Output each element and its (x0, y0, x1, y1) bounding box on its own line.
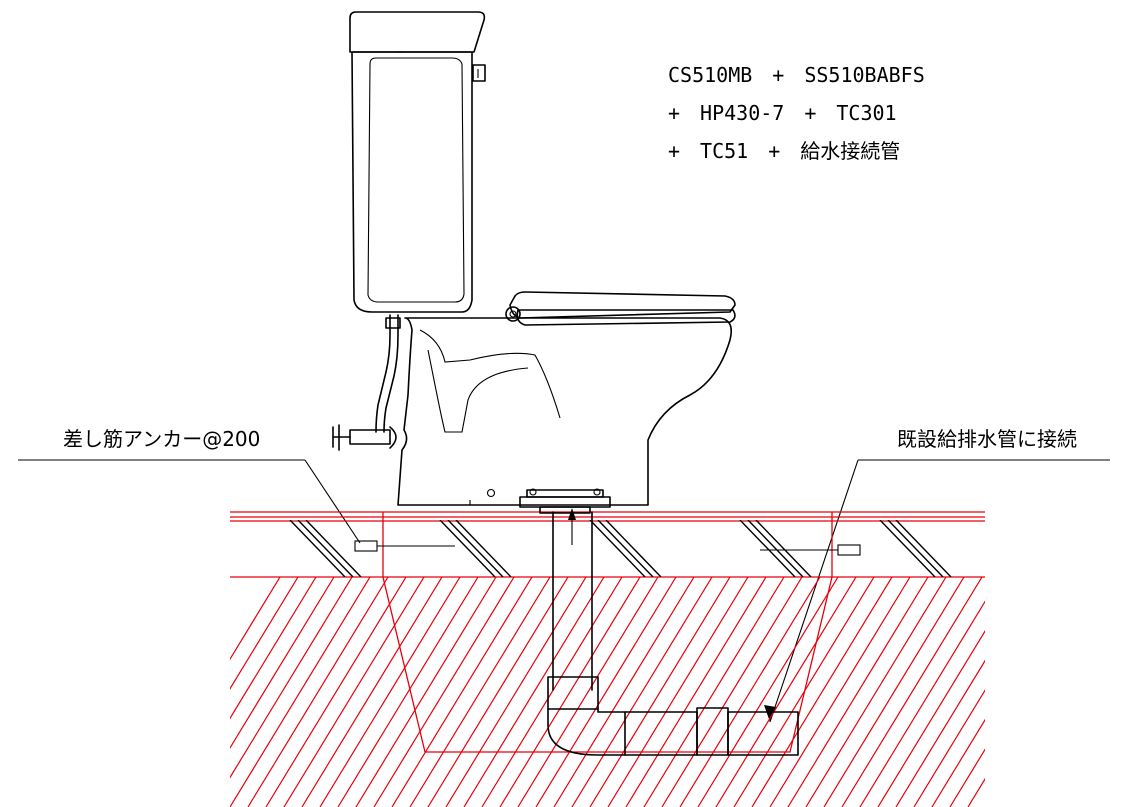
ground-hatch-line (553, 577, 695, 807)
ground-hatch-line (877, 630, 985, 807)
connection-leader-arrow (769, 459, 859, 723)
ground-hatch-line (769, 577, 911, 807)
stop-valve (332, 424, 397, 451)
ground-hatch-line (1040, 577, 1125, 807)
ground-hatch-line (859, 600, 985, 807)
slab-hatch-line (895, 520, 952, 577)
ground-hatch-line (967, 777, 985, 807)
tank-lid (349, 11, 486, 53)
ground-hatch-line (986, 577, 1125, 807)
ground-hatch-line (1076, 577, 1125, 807)
slab-hatch-line (755, 520, 812, 577)
spec-line-3: + TC51 + 給水接続管 (668, 139, 900, 163)
ground-hatch-line (230, 577, 371, 807)
ground-hatch-line (337, 577, 479, 807)
ground-hatch-line (499, 577, 641, 807)
ground-hatch-line (319, 577, 461, 807)
ground-hatch-line (247, 577, 389, 807)
slab-hatch-line (455, 520, 512, 577)
toilet-lid (516, 309, 736, 326)
toilet (332, 11, 736, 506)
slab-hatch-line (879, 520, 936, 577)
anchor-bars (354, 540, 861, 556)
slab-hatch-line (605, 520, 662, 577)
ground-hatch-line (697, 577, 839, 807)
ground-hatch-line (355, 577, 497, 807)
slab-hatching (289, 520, 952, 577)
ground-hatch-line (427, 577, 569, 807)
connection-arrowhead (764, 705, 776, 722)
supply-pipe (375, 314, 391, 433)
ground-hatch-line (643, 577, 785, 807)
ground-hatch-line (931, 718, 985, 807)
ground-hatch-line (230, 577, 299, 690)
ground-hatch-line (230, 577, 335, 750)
product-spec-text: CS510MB + SS510BABFS + HP430-7 + TC301 +… (668, 63, 925, 163)
toilet-bowl (397, 317, 733, 506)
ground-hatch-line (715, 577, 857, 807)
ground-hatch-line (391, 577, 533, 807)
spec-line-1: CS510MB + SS510BABFS (668, 63, 925, 87)
slab-hatch-line (589, 520, 646, 577)
ground-hatch-line (481, 577, 623, 807)
tank (351, 51, 473, 313)
ground-hatching (230, 577, 1125, 807)
ground-hatch-line (230, 577, 353, 779)
ground-hatch-line (445, 577, 587, 807)
slab-hatch-line (447, 520, 504, 577)
slab-hatch-line (439, 520, 496, 577)
ground-hatch-line (1058, 577, 1125, 807)
connection-callout: 既設給排水管に接続 (764, 427, 1110, 723)
ground-hatch-line (1094, 577, 1125, 807)
ground-hatch-line (805, 577, 947, 807)
ground-hatch-line (607, 577, 749, 807)
ground-hatch-line (409, 577, 551, 807)
ground-hatch-line (787, 577, 929, 807)
drain-pipe (547, 508, 799, 756)
ground-hatch-line (373, 577, 515, 807)
toilet-seat (509, 291, 736, 319)
ground-hatch-line (265, 577, 407, 807)
flush-lever (472, 64, 486, 82)
ground-hatch-line (823, 577, 965, 807)
ground-hatch-line (301, 577, 443, 807)
slab-hatch-line (739, 520, 796, 577)
slab-hatch-line (297, 520, 354, 577)
ground-hatch-line (895, 659, 985, 807)
ground-hatch-line (463, 577, 605, 807)
slab-hatch-line (887, 520, 944, 577)
ground-hatch-line (571, 577, 713, 807)
ground-hatch-line (1004, 577, 1125, 807)
ground-hatch-line (679, 577, 821, 807)
slab-hatch-line (289, 520, 346, 577)
ground-hatch-line (535, 577, 677, 807)
ground-hatch-line (517, 577, 659, 807)
connection-label: 既設給排水管に接続 (897, 427, 1077, 451)
ground-hatch-line (841, 577, 983, 807)
anchor-callout: 差し筋アンカー@200 (18, 427, 361, 544)
ground-hatch-line (1022, 577, 1125, 807)
ground-hatch-line (230, 577, 281, 661)
spec-line-2: + HP430-7 + TC301 (668, 101, 897, 125)
anchor-label: 差し筋アンカー@200 (63, 427, 260, 451)
drain-flange (519, 488, 611, 514)
excavation-outline (382, 512, 833, 753)
slab-hatch-line (597, 520, 654, 577)
ground-hatch-line (589, 577, 731, 807)
ground-hatch-line (661, 577, 803, 807)
ground-hatch-line (913, 689, 985, 807)
ground-hatch-line (625, 577, 767, 807)
slab-hatch-line (747, 520, 804, 577)
ground-hatch-line (751, 577, 893, 807)
ground-hatch-line (230, 577, 317, 720)
ground-hatch-line (949, 748, 985, 807)
slab-hatch-line (305, 520, 362, 577)
ground-hatch-line (283, 577, 425, 807)
anchor-leader-arrow (304, 459, 361, 544)
